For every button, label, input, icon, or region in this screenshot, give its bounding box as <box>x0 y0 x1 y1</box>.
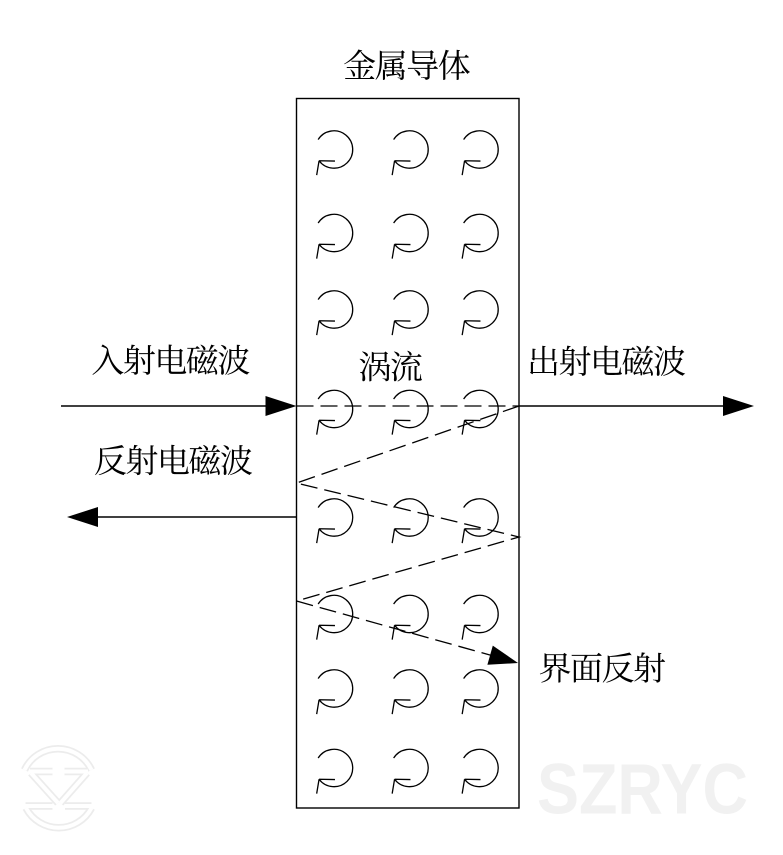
svg-text:SZRYC: SZRYC <box>537 751 748 830</box>
